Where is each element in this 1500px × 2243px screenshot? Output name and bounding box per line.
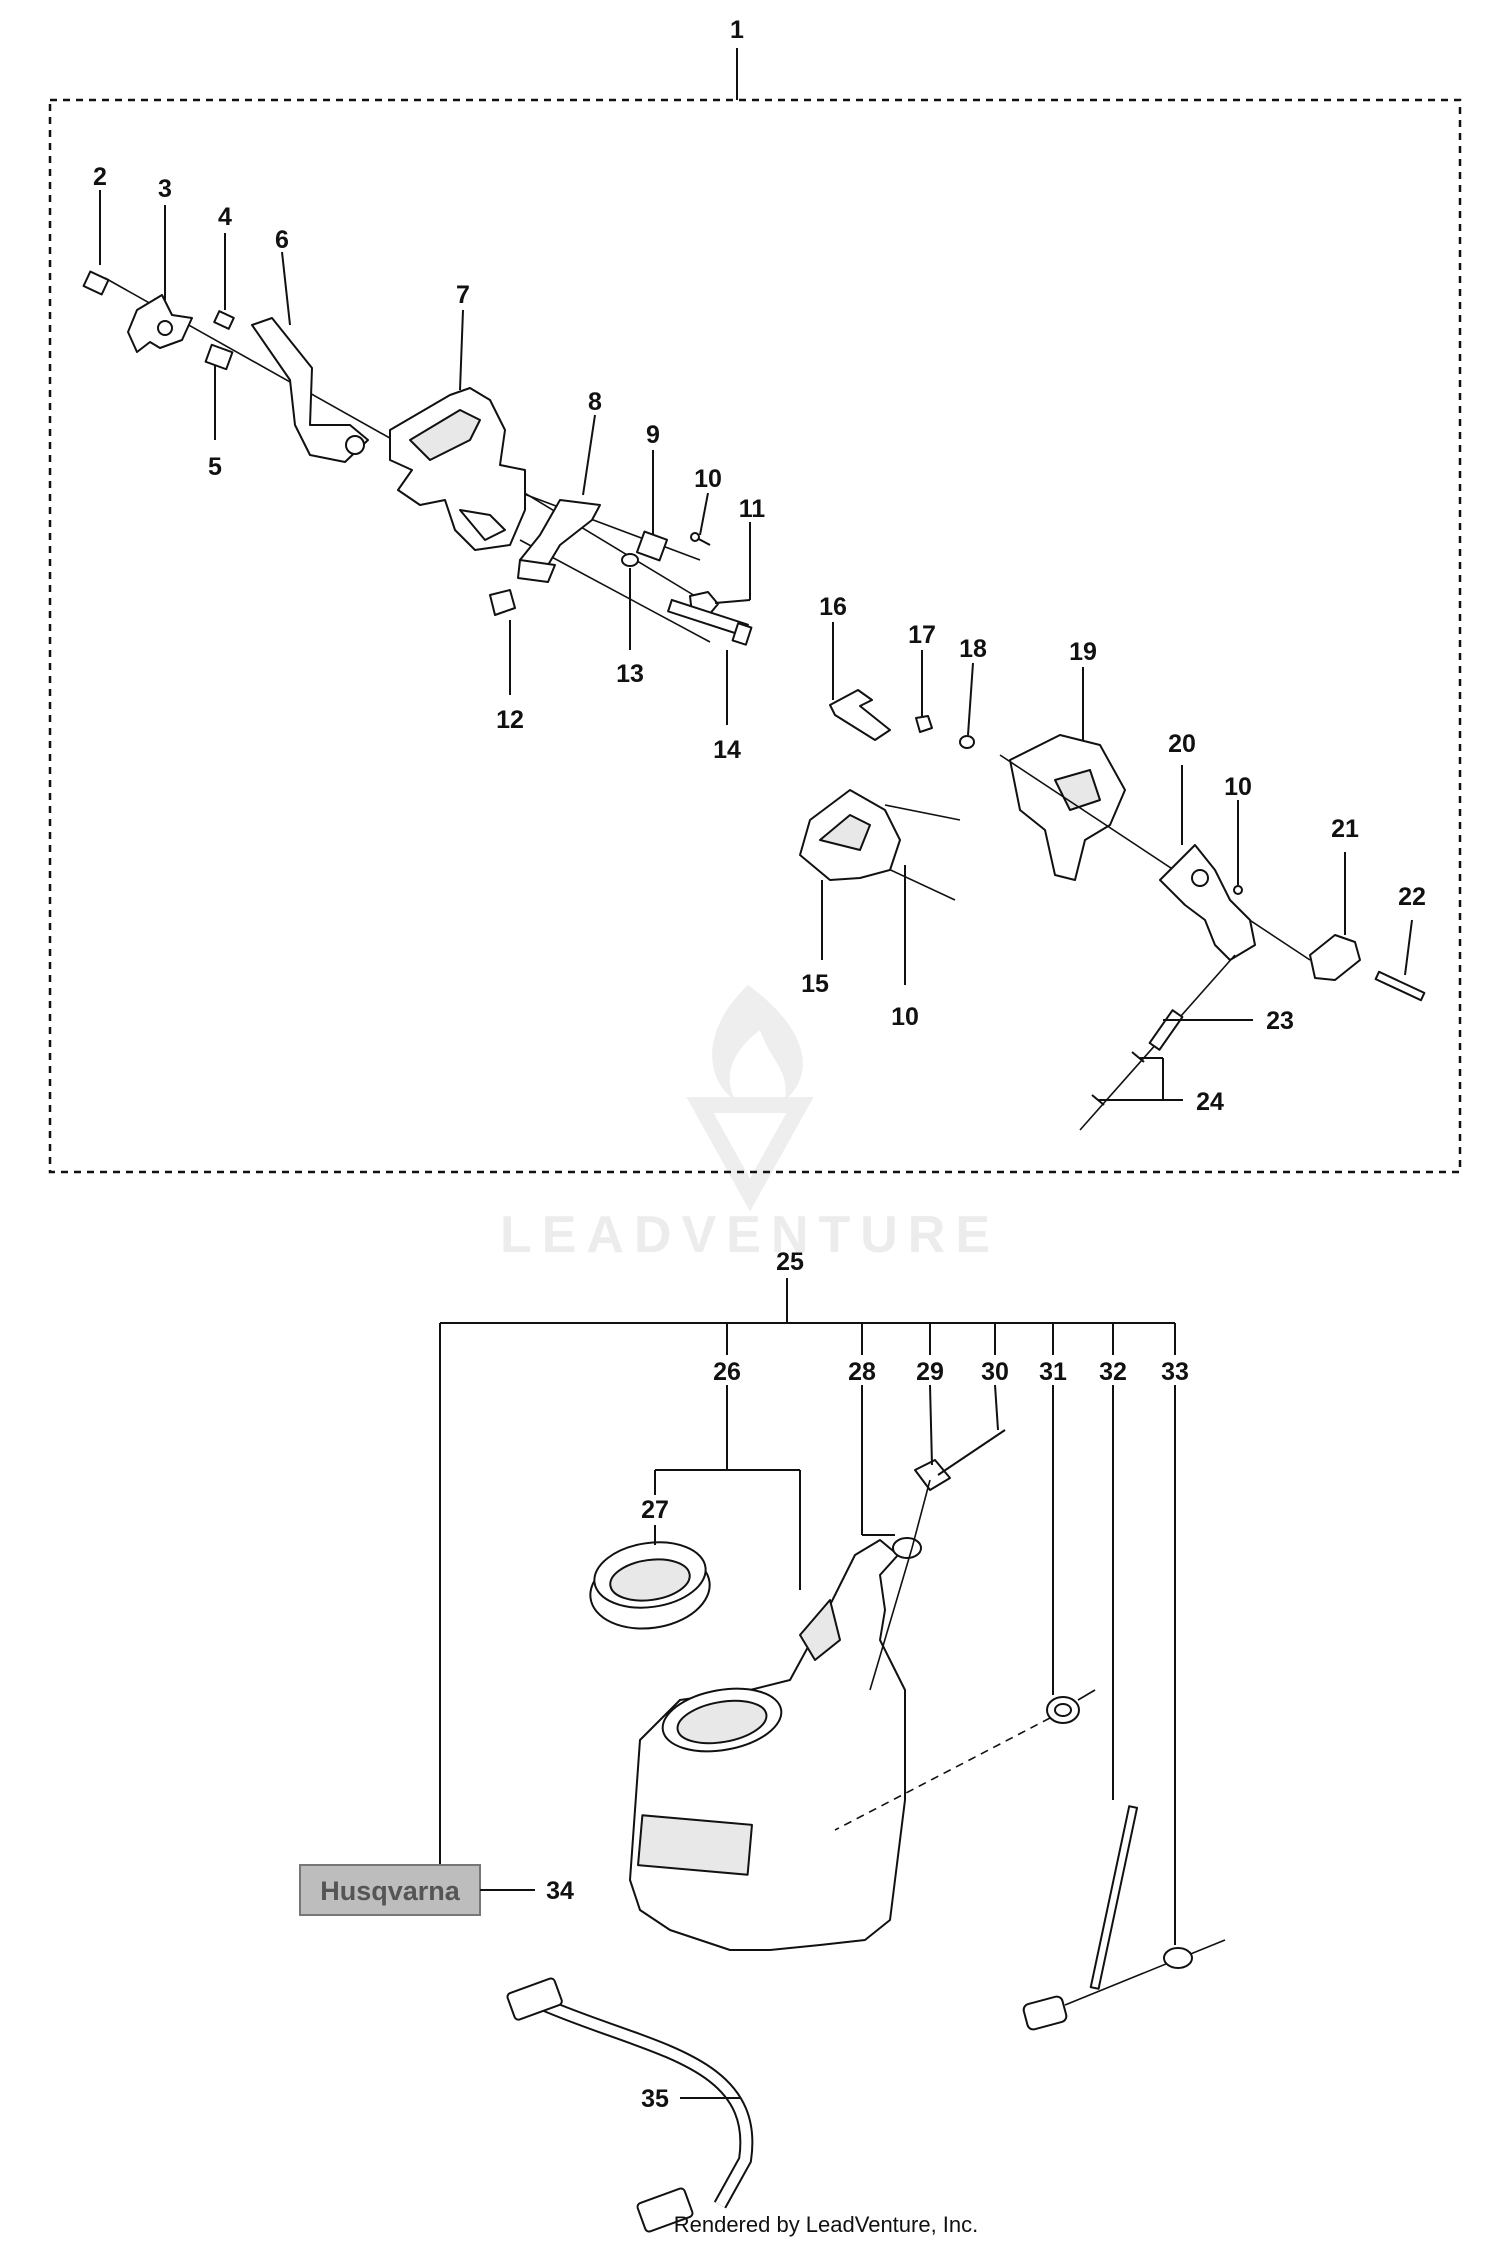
- callout-labels: 1 2 3 4 5 6 7 8 9 10 11 12 13 14 15 10 1…: [93, 16, 1426, 2113]
- callout-26[interactable]: 26: [713, 1358, 741, 1386]
- ties-part-24[interactable]: [1091, 1051, 1145, 1106]
- callout-16[interactable]: 16: [819, 593, 847, 621]
- callout-29[interactable]: 29: [916, 1358, 944, 1386]
- callout-25[interactable]: 25: [776, 1248, 804, 1276]
- screw-part-10-right[interactable]: [1233, 885, 1243, 895]
- callout-7[interactable]: 7: [456, 281, 470, 309]
- callout-35[interactable]: 35: [641, 2085, 669, 2113]
- spacer-part-5[interactable]: [204, 343, 234, 371]
- callout-10-top[interactable]: 10: [694, 465, 722, 493]
- callout-15[interactable]: 15: [801, 970, 829, 998]
- star-knob-part-3[interactable]: [127, 294, 193, 353]
- callout-9[interactable]: 9: [646, 421, 660, 449]
- handle-half-part-19[interactable]: [1009, 734, 1126, 881]
- washer-part-18[interactable]: [959, 735, 975, 749]
- callout-18[interactable]: 18: [959, 635, 987, 663]
- washer-part-13[interactable]: [621, 553, 639, 567]
- screw-part-22[interactable]: [1374, 970, 1426, 1002]
- trigger-part-8[interactable]: [517, 499, 601, 583]
- screw-part-4[interactable]: [213, 310, 235, 330]
- callout-1[interactable]: 1: [730, 16, 744, 44]
- callout-11[interactable]: 11: [739, 495, 766, 523]
- callout-4[interactable]: 4: [218, 203, 232, 231]
- o-ring-part-33[interactable]: [1163, 1947, 1193, 1969]
- nut-part-31[interactable]: [1046, 1696, 1080, 1724]
- callout-17[interactable]: 17: [908, 621, 936, 649]
- bolt-part-14[interactable]: [667, 598, 753, 646]
- handle-assembly: [82, 190, 1426, 1131]
- spring-part-12[interactable]: [489, 589, 516, 616]
- callout-21[interactable]: 21: [1331, 815, 1359, 843]
- callout-19[interactable]: 19: [1069, 638, 1097, 666]
- grommet-part-28[interactable]: [892, 1537, 922, 1559]
- callout-10-middle[interactable]: 10: [891, 1003, 919, 1031]
- callout-34[interactable]: 34: [546, 1877, 574, 1905]
- leadventure-watermark: LEADVENTURE: [500, 985, 1000, 1264]
- callout-20[interactable]: 20: [1168, 730, 1196, 758]
- callout-32[interactable]: 32: [1099, 1358, 1127, 1386]
- handle-half-part-15[interactable]: [799, 789, 961, 901]
- spacer-part-9[interactable]: [635, 530, 669, 562]
- screw-part-2[interactable]: [82, 270, 110, 296]
- callout-33[interactable]: 33: [1161, 1358, 1189, 1386]
- callout-31[interactable]: 31: [1039, 1358, 1067, 1386]
- assembly-boundary: [48, 98, 1462, 1174]
- watermark-text: LEADVENTURE: [500, 1206, 1000, 1264]
- footer-credit: Rendered by LeadVenture, Inc.: [674, 2212, 979, 2237]
- callout-30[interactable]: 30: [981, 1358, 1009, 1386]
- callout-2[interactable]: 2: [93, 163, 107, 191]
- callout-8[interactable]: 8: [588, 388, 602, 416]
- decal-part-34[interactable]: Husqvarna: [299, 1864, 481, 1916]
- fuel-tank-part-26[interactable]: [629, 1539, 906, 1951]
- callout-27[interactable]: 27: [641, 1496, 669, 1524]
- callout-3[interactable]: 3: [158, 175, 172, 203]
- callout-23[interactable]: 23: [1266, 1007, 1294, 1035]
- nut-part-17[interactable]: [915, 715, 933, 733]
- clip-part-16[interactable]: [829, 689, 891, 741]
- callout-14[interactable]: 14: [713, 736, 741, 764]
- handle-body-part-7[interactable]: [389, 387, 526, 551]
- decal-brand-text: Husqvarna: [320, 1876, 461, 1906]
- callout-10-right[interactable]: 10: [1224, 773, 1252, 801]
- needle-part-30[interactable]: [937, 1429, 1006, 1476]
- fuel-cap-part-27[interactable]: [585, 1536, 714, 1636]
- fuel-filter-part-29[interactable]: [869, 1459, 951, 1691]
- rod-part-32[interactable]: [1022, 1805, 1139, 2031]
- knob-part-21[interactable]: [1309, 934, 1361, 981]
- callout-22[interactable]: 22: [1398, 883, 1426, 911]
- screw-part-10[interactable]: [690, 532, 711, 546]
- fuel-tank-assembly: Husqvarna: [299, 1278, 1226, 2233]
- lever-part-6[interactable]: [251, 317, 369, 463]
- bracket-part-20[interactable]: [1159, 844, 1256, 961]
- flame-logo-icon: [686, 985, 814, 1212]
- callout-28[interactable]: 28: [848, 1358, 876, 1386]
- hose-part-35[interactable]: [506, 1977, 754, 2233]
- callout-5[interactable]: 5: [208, 453, 222, 481]
- callout-12[interactable]: 12: [496, 706, 524, 734]
- callout-13[interactable]: 13: [616, 660, 644, 688]
- callout-6[interactable]: 6: [275, 226, 289, 254]
- callout-24[interactable]: 24: [1196, 1088, 1224, 1116]
- axis-line: [999, 754, 1311, 961]
